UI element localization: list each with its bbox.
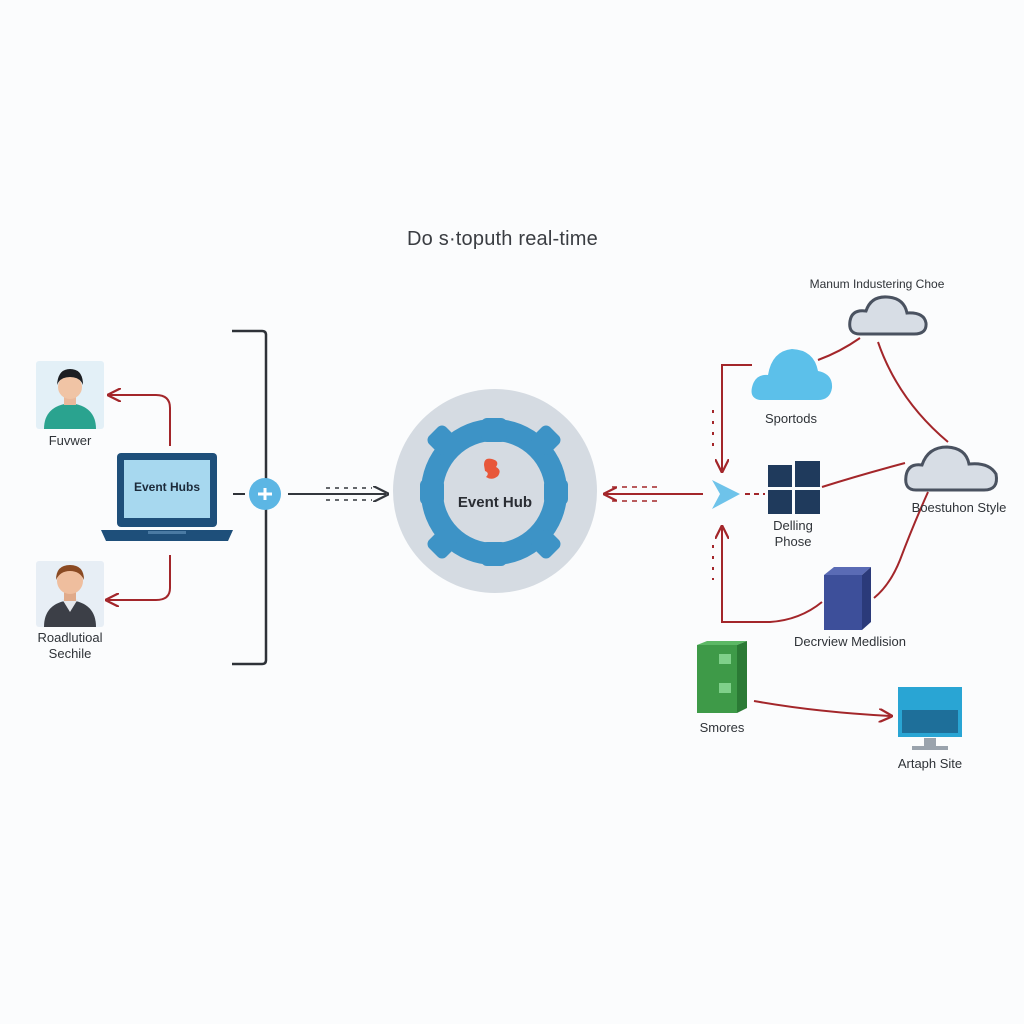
line-server-to-router [722, 528, 823, 623]
monitor-label: Artaph Site [897, 756, 963, 771]
line-blue-to-top-cloud [817, 337, 861, 361]
connector-node-icon[interactable] [249, 478, 281, 510]
user-top-label: Fuvwer [48, 433, 92, 448]
server-label: Decrview Medlision [794, 634, 906, 649]
arrow-to-user-bottom [108, 555, 171, 600]
blue-cloud-label: Sportods [764, 411, 818, 426]
line-windows-to-right-cloud [821, 462, 906, 488]
storage-label: Smores [699, 720, 745, 735]
laptop-screen-label: Event Hubs [133, 480, 200, 494]
arrow-from-sources [606, 486, 703, 502]
arrow-to-user-top [110, 395, 171, 446]
laptop-icon[interactable] [101, 453, 233, 541]
blue-cloud-icon[interactable] [751, 349, 833, 400]
user-bottom-label: Roadlutioal Sechile [20, 630, 120, 662]
windows-label-line1: Delling [773, 518, 813, 533]
top-cloud-icon[interactable] [848, 295, 928, 336]
storage-icon[interactable] [697, 641, 747, 713]
windows-label-line2: Phose [774, 534, 812, 549]
hub-label: Event Hub [457, 494, 533, 511]
arrow-storage-to-monitor [753, 700, 890, 716]
windows-label: Delling Phose [753, 518, 833, 550]
hub-gear-icon[interactable] [420, 418, 568, 566]
router-icon[interactable] [712, 480, 740, 509]
windows-tile-icon[interactable] [768, 461, 820, 514]
user-avatar-top[interactable] [36, 361, 104, 429]
right-cloud-icon[interactable] [904, 445, 998, 492]
user-bottom-label-line2: Sechile [48, 646, 92, 661]
arrow-to-hub [288, 488, 386, 500]
user-avatar-bottom[interactable] [36, 561, 104, 627]
monitor-icon[interactable] [898, 687, 962, 750]
line-cloud-to-router [722, 364, 752, 470]
hub-logo-icon [484, 458, 500, 479]
diagram-title: Do s·toputh real-time [407, 228, 598, 250]
top-cloud-label: Manum Industering Choe [809, 277, 945, 291]
line-right-cloud-to-server [873, 491, 929, 599]
line-top-cloud-to-right-cloud [877, 341, 949, 443]
right-cloud-label: Boestuhon Style [911, 500, 1007, 515]
server-icon[interactable] [824, 567, 871, 630]
user-bottom-label-line1: Roadlutioal [37, 630, 103, 645]
